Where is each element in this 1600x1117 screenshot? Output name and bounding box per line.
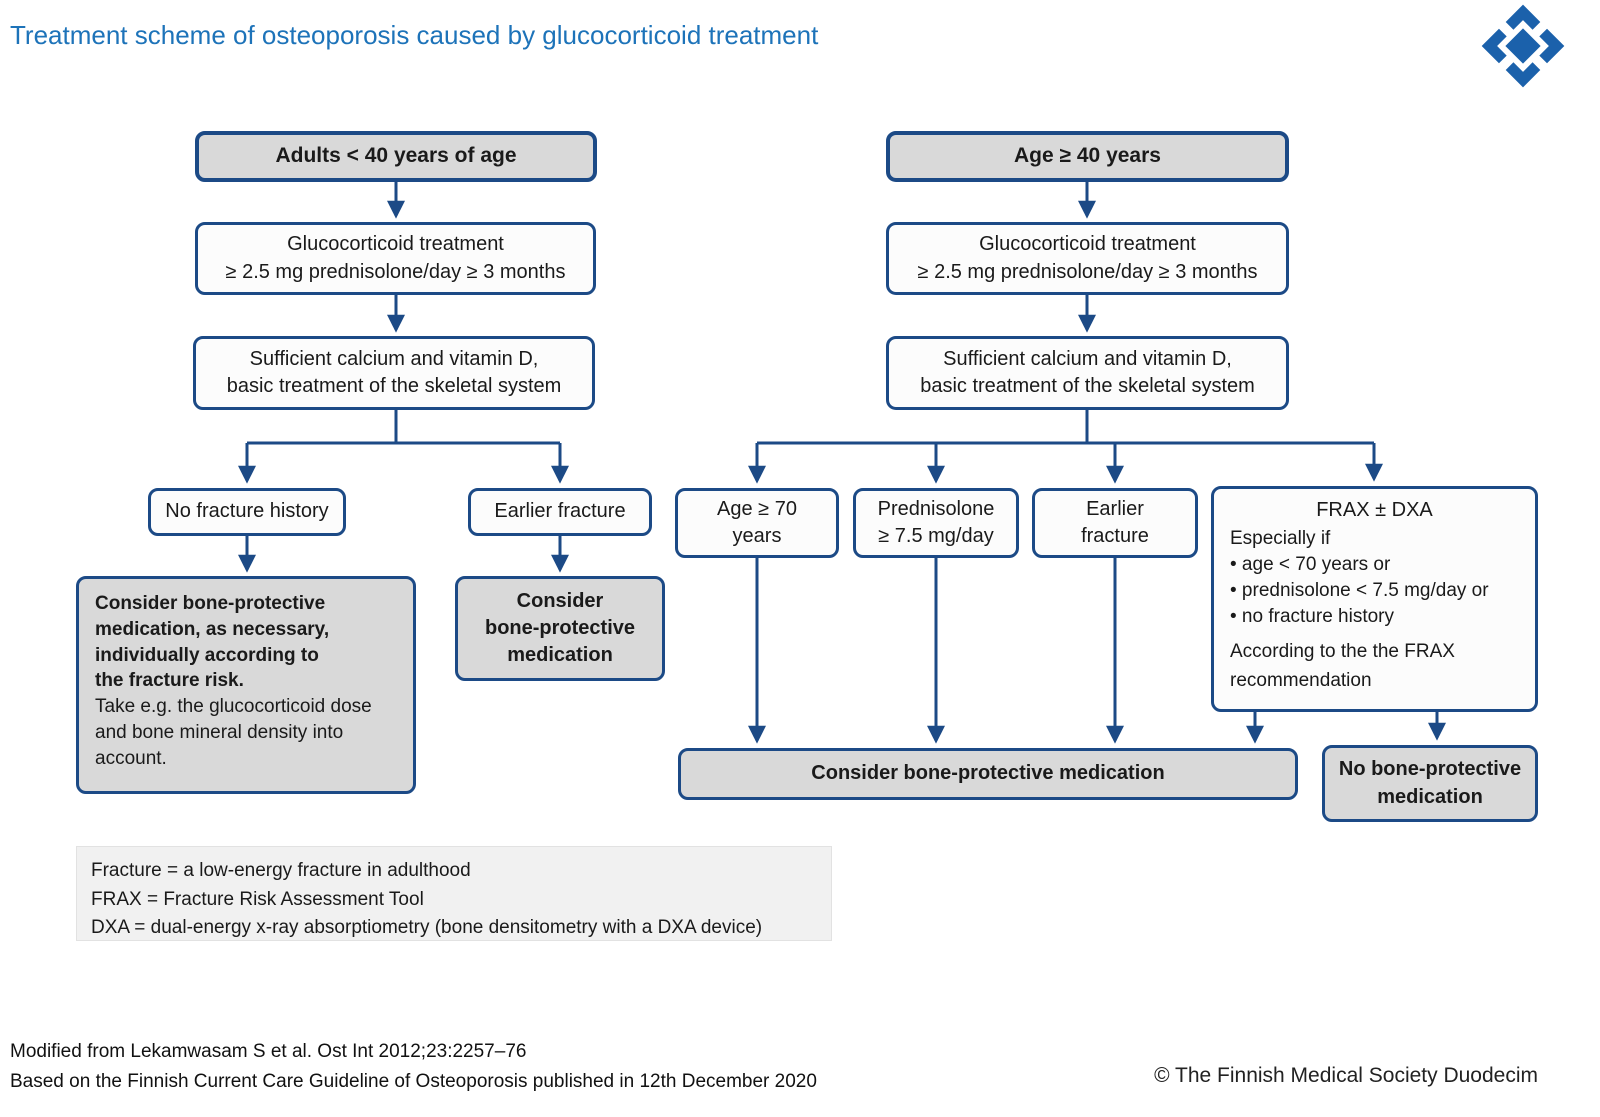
flow-split-line (247, 410, 560, 445)
legend-line-dxa: DXA = dual-energy x-ray absorptiometry (… (91, 917, 763, 938)
frax-bullet-3: • no fracture history (1230, 605, 1394, 627)
node-earlier-fracture-right-label: Earlier fracture (1081, 497, 1149, 547)
node-glucocorticoid-right-label: Glucocorticoid treatment ≥ 2.5 mg predni… (917, 233, 1258, 283)
node-calcium-vitamin-d-left-label: Sufficient calcium and vitamin D, basic … (226, 347, 562, 397)
node-calcium-vitamin-d-right: Sufficient calcium and vitamin D, basic … (886, 336, 1289, 410)
node-glucocorticoid-left-label: Glucocorticoid treatment ≥ 2.5 mg predni… (225, 233, 566, 283)
footer-guideline: Based on the Finnish Current Care Guidel… (10, 1071, 817, 1092)
footer-copyright: © The Finnish Medical Society Duodecim (1154, 1064, 1538, 1087)
frax-bullet-2: • prednisolone < 7.5 mg/day or (1230, 579, 1489, 601)
frax-note: According to the the FRAX recommendation (1230, 640, 1455, 691)
node-adults-under-40-label: Adults < 40 years of age (275, 144, 517, 168)
node-earlier-fracture-right: Earlier fracture (1032, 488, 1198, 558)
node-no-fracture-history: No fracture history (148, 488, 346, 536)
node-no-medication-label: No bone-protective medication (1338, 758, 1522, 808)
node-consider-medication-short: Consider bone-protective medication (455, 576, 665, 681)
flow-split-line (757, 410, 1374, 445)
node-glucocorticoid-right: Glucocorticoid treatment ≥ 2.5 mg predni… (886, 222, 1289, 295)
node-no-fracture-history-label: No fracture history (165, 500, 329, 523)
legend-box: Fracture = a low-energy fracture in adul… (76, 846, 832, 941)
node-glucocorticoid-left: Glucocorticoid treatment ≥ 2.5 mg predni… (195, 222, 596, 295)
node-earlier-fracture-left-label: Earlier fracture (494, 500, 626, 523)
node-age-over-40: Age ≥ 40 years (886, 131, 1289, 182)
node-age-over-70-label: Age ≥ 70 years (717, 497, 797, 547)
node-consider-medication-short-label: Consider bone-protective medication (484, 589, 636, 667)
node-prednisolone-dose: Prednisolone ≥ 7.5 mg/day (853, 488, 1019, 558)
node-consider-medication-wide: Consider bone-protective medication (678, 748, 1298, 800)
duodecim-logo-icon (1481, 4, 1565, 88)
node-age-over-40-label: Age ≥ 40 years (1014, 144, 1161, 168)
frax-intro: Especially if (1230, 528, 1331, 550)
page-title: Treatment scheme of osteoporosis caused … (10, 20, 819, 51)
node-frax-dxa: FRAX ± DXA Especially if • age < 70 year… (1211, 486, 1538, 712)
consider-detailed-plain-text: Take e.g. the glucocorticoid dose and bo… (95, 696, 372, 769)
frax-title: FRAX ± DXA (1316, 499, 1433, 521)
node-earlier-fracture-left: Earlier fracture (468, 488, 652, 536)
node-consider-medication-wide-label: Consider bone-protective medication (811, 762, 1165, 785)
consider-detailed-bold-text: Consider bone-protective medication, as … (95, 593, 330, 692)
node-calcium-vitamin-d-left: Sufficient calcium and vitamin D, basic … (193, 336, 595, 410)
legend-line-frax: FRAX = Fracture Risk Assessment Tool (91, 888, 424, 910)
node-consider-medication-detailed: Consider bone-protective medication, as … (76, 576, 416, 794)
node-no-medication: No bone-protective medication (1322, 745, 1538, 822)
footer-source: Modified from Lekamwasam S et al. Ost In… (10, 1041, 527, 1062)
node-prednisolone-dose-label: Prednisolone ≥ 7.5 mg/day (877, 497, 995, 547)
node-age-over-70: Age ≥ 70 years (675, 488, 839, 558)
node-adults-under-40: Adults < 40 years of age (195, 131, 597, 182)
legend-line-fracture: Fracture = a low-energy fracture in adul… (91, 860, 471, 881)
frax-bullet-1: • age < 70 years or (1230, 554, 1391, 576)
node-calcium-vitamin-d-right-label: Sufficient calcium and vitamin D, basic … (920, 347, 1255, 397)
